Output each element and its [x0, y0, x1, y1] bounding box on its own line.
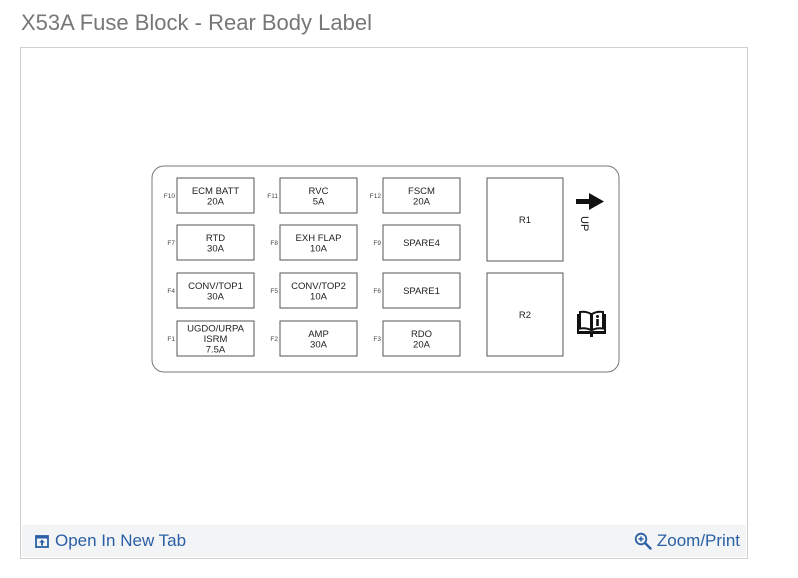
fuse-text-line: 30A	[310, 339, 328, 350]
fuse-text-line: 10A	[310, 243, 328, 254]
fuse-text-line: ECM BATT	[192, 186, 240, 197]
fuse-f9: F9 SPARE4	[373, 224, 461, 261]
fuse-text-line: CONV/TOP2	[291, 281, 346, 292]
fuse-slot	[176, 320, 255, 357]
zoom-print-label: Zoom/Print	[656, 531, 740, 550]
relay-slot	[486, 177, 564, 262]
fuse-slot	[176, 177, 255, 214]
fuse-text-line: 20A	[413, 196, 431, 207]
fuse-id-label: F11	[267, 193, 278, 200]
fuse-id-label: F9	[373, 240, 381, 247]
fuse-slot	[279, 177, 358, 214]
fuse-id-label: F5	[270, 288, 278, 295]
fuse-id-label: F1	[167, 336, 175, 343]
fuse-slot	[382, 177, 461, 214]
open-in-new-tab-label: Open In New Tab	[55, 531, 187, 550]
zoom-print-link[interactable]: Zoom/Print	[634, 531, 740, 551]
fuse-id-label: F3	[373, 336, 381, 343]
fuse-text-line: CONV/TOP1	[188, 281, 243, 292]
relay-r2: R2	[486, 272, 564, 357]
relay-slot	[486, 272, 564, 357]
fuse-slot	[382, 320, 461, 357]
fuse-slot	[382, 272, 461, 309]
fuse-text-line: EXH FLAP	[296, 233, 342, 244]
fuse-id-label: F6	[373, 288, 381, 295]
fuse-text-line: RTD	[206, 233, 225, 244]
fuse-text-line: 7.5A	[206, 345, 226, 356]
fuse-text-line: 20A	[413, 339, 431, 350]
fuse-id-label: F10	[164, 193, 176, 200]
fuse-id-label: F12	[370, 193, 382, 200]
fuse-id-label: F4	[167, 288, 175, 295]
fuse-id-label: F8	[270, 240, 278, 247]
up-arrow-icon	[576, 193, 604, 210]
relay-label: R2	[519, 310, 531, 321]
fuse-slot	[176, 224, 255, 261]
up-label: UP	[578, 216, 590, 231]
open-in-new-tab-icon	[35, 534, 55, 549]
fuse-text-line: ISRM	[204, 334, 228, 345]
fuse-f6: F6 SPARE1	[373, 272, 461, 309]
fuse-id-label: F7	[167, 240, 175, 247]
fuse-slot	[382, 224, 461, 261]
page-title: X53A Fuse Block - Rear Body Label	[21, 10, 372, 35]
fuse-text-line: SPARE4	[403, 238, 440, 249]
fuse-text-line: 30A	[207, 291, 225, 302]
fuse-text-line: 20A	[207, 196, 225, 207]
zoom-magnifier-icon	[634, 532, 657, 550]
fuse-text-line: FSCM	[408, 186, 435, 197]
fuse-slot	[279, 224, 358, 261]
fuse-block-outline	[151, 165, 620, 373]
fuse-slot	[279, 320, 358, 357]
owners-manual-book-icon	[577, 310, 606, 337]
fuse-slot	[279, 272, 358, 309]
footer-bar: Open In New Tab Zoom/Print	[22, 525, 746, 557]
fuse-slot	[176, 272, 255, 309]
open-in-new-tab-link[interactable]: Open In New Tab	[35, 531, 186, 551]
fuse-text-line: 5A	[313, 196, 325, 207]
fuse-text-line: SPARE1	[403, 286, 440, 297]
fuse-text-line: UGDO/URPA	[187, 324, 244, 335]
fuse-text-line: 30A	[207, 243, 225, 254]
fuse-text-line: 10A	[310, 291, 328, 302]
relay-r1: R1	[486, 177, 564, 262]
fuse-id-label: F2	[270, 336, 278, 343]
fuse-text-line: RVC	[309, 186, 329, 197]
fuse-text-line: AMP	[308, 329, 329, 340]
relay-label: R1	[519, 215, 531, 226]
fuse-text-line: RDO	[411, 329, 432, 340]
